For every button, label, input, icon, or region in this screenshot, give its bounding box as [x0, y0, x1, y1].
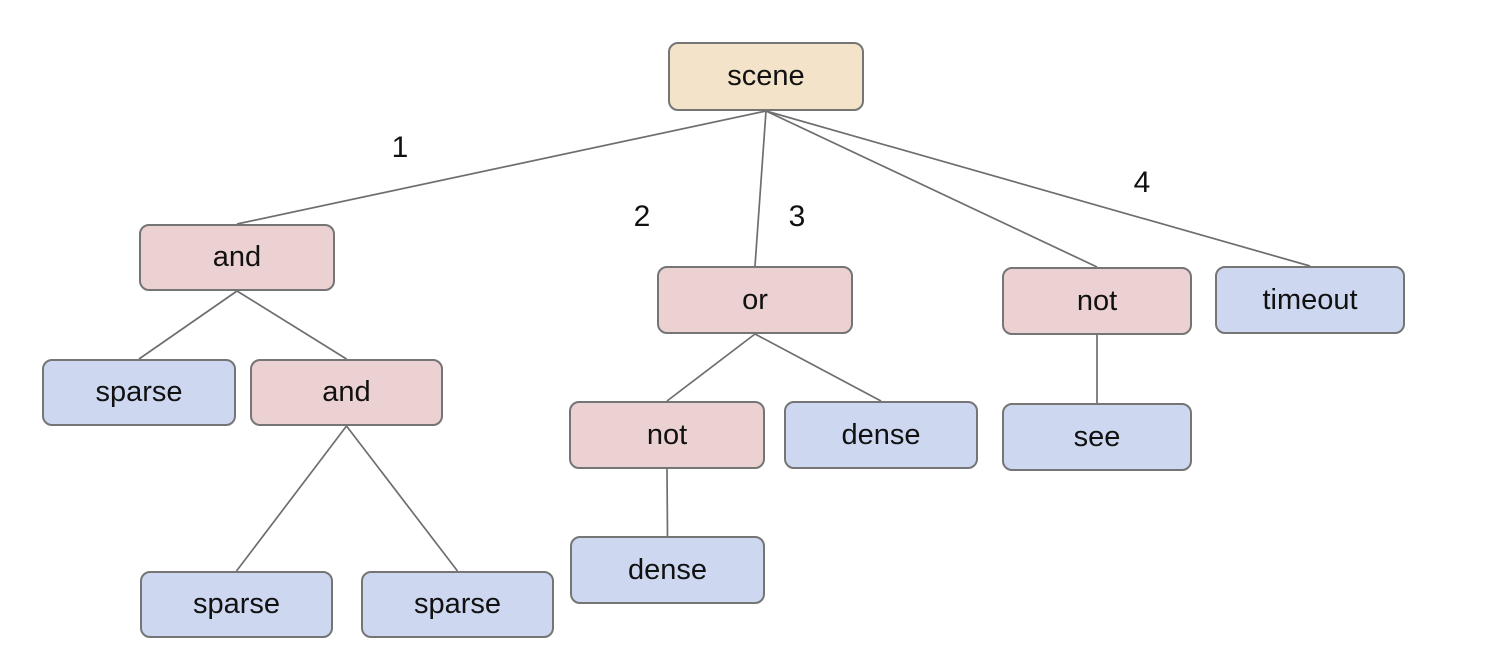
node-and-1: and: [139, 224, 335, 291]
edge-and-1-to-and-2: [236, 290, 347, 360]
edge-not-2-to-dense-2: [666, 468, 669, 537]
node-sparse-2: sparse: [140, 571, 333, 638]
edge-scene-to-or-1: [754, 110, 767, 267]
edge-or-1-to-not-2: [666, 333, 756, 402]
edge-and-2-to-sparse-3: [345, 425, 459, 572]
node-dense-1: dense: [784, 401, 978, 469]
edge-scene-to-timeout-1: [765, 110, 1311, 267]
node-sparse-1: sparse: [42, 359, 236, 426]
node-not-1: not: [1002, 267, 1192, 335]
edge-scene-to-not-1: [765, 110, 1098, 268]
edge-scene-to-and-1: [236, 110, 767, 225]
edge-label-3: 3: [788, 200, 806, 233]
edge-or-1-to-dense-1: [754, 333, 882, 402]
node-see-1: see: [1002, 403, 1192, 471]
node-timeout-1: timeout: [1215, 266, 1405, 334]
node-or-1: or: [657, 266, 853, 334]
node-and-2: and: [250, 359, 443, 426]
edge-label-1: 1: [391, 131, 409, 164]
edge-label-4: 4: [1133, 166, 1151, 199]
node-not-2: not: [569, 401, 765, 469]
node-dense-2: dense: [570, 536, 765, 604]
node-scene: scene: [668, 42, 864, 111]
node-sparse-3: sparse: [361, 571, 554, 638]
edge-and-2-to-sparse-2: [235, 425, 348, 572]
edge-and-1-to-sparse-1: [138, 290, 238, 360]
edge-label-2: 2: [633, 200, 651, 233]
